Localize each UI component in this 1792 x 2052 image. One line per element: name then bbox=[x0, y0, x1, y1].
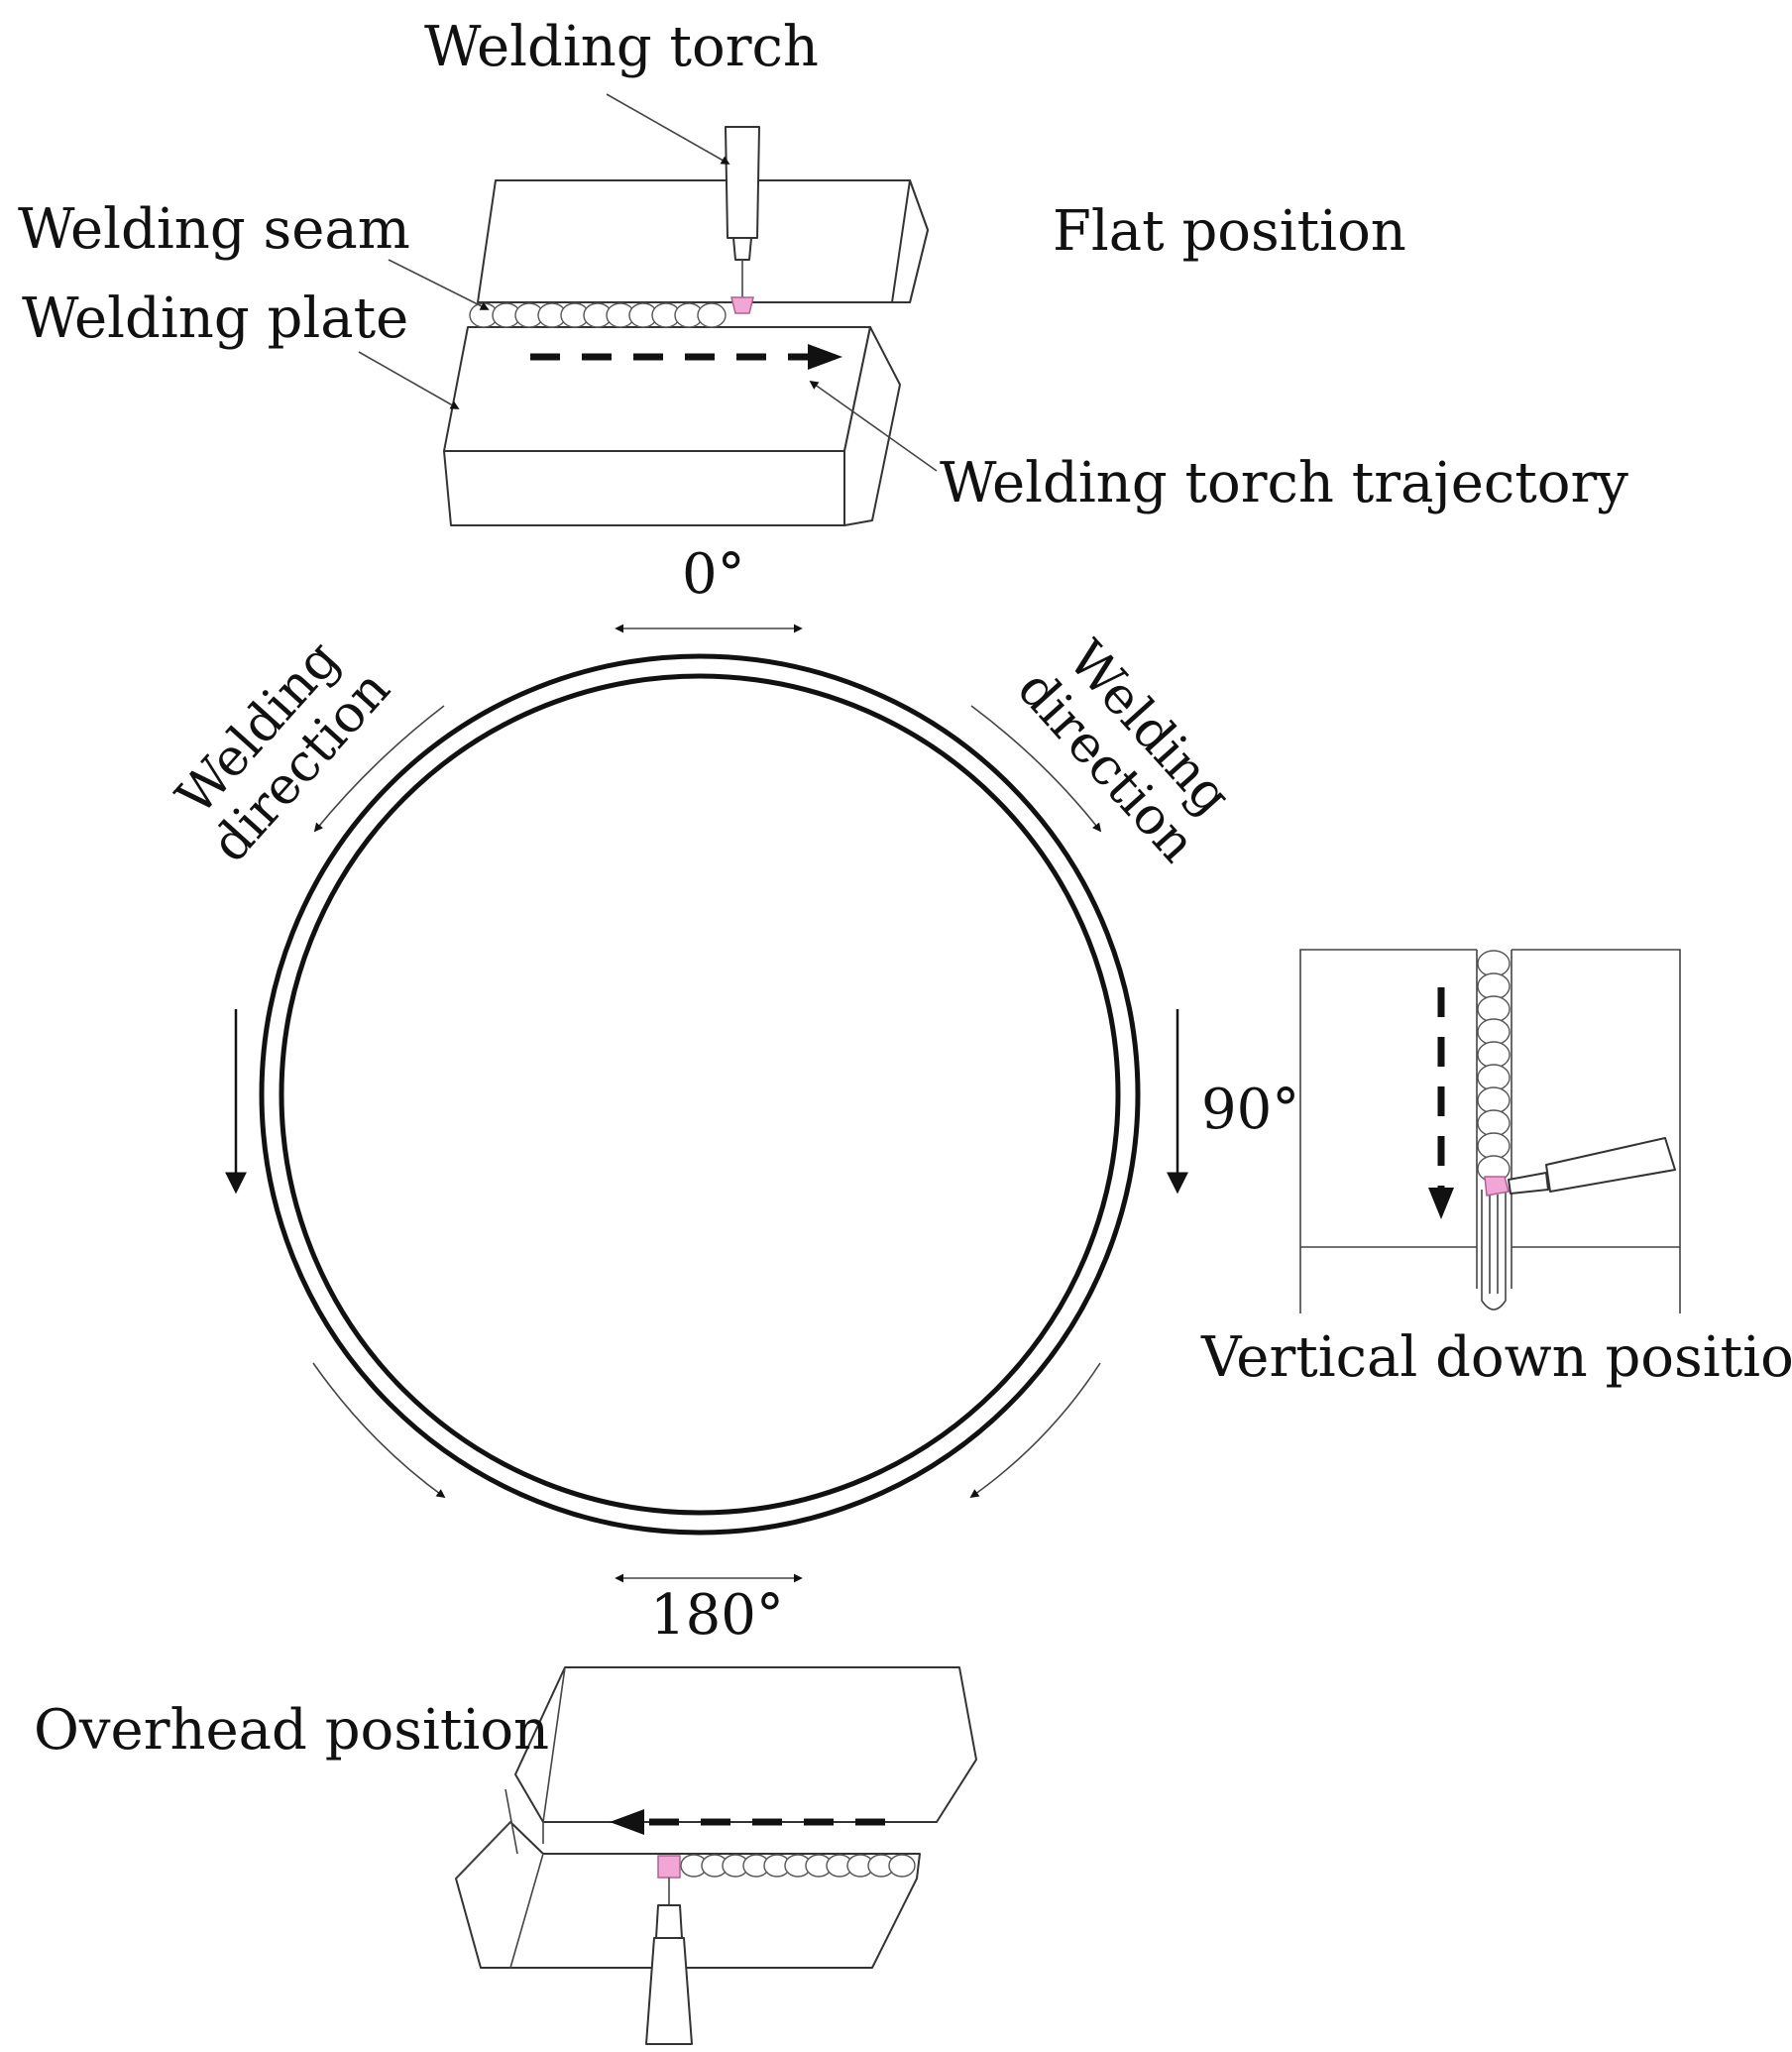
overhead-trajectory-arrowhead bbox=[610, 1809, 644, 1835]
vertical-trajectory-arrowhead bbox=[1428, 1188, 1454, 1219]
flat-welding-torch bbox=[725, 126, 760, 314]
vertical-weld-seam bbox=[1477, 950, 1511, 1183]
overhead-position-label: Overhead position bbox=[34, 1698, 549, 1763]
torch-trajectory-label: Welding torch trajectory bbox=[940, 451, 1628, 515]
flat-back-plate bbox=[477, 179, 929, 303]
flat-position-label: Flat position bbox=[1053, 199, 1406, 264]
vertical-weld-pool bbox=[1484, 1176, 1510, 1197]
pipe-inner-circle bbox=[279, 673, 1121, 1516]
flat-front-plate-side bbox=[843, 326, 901, 526]
welding-direction-right-label: Welding direction bbox=[1006, 629, 1242, 873]
trajectory-leader-line bbox=[809, 380, 938, 472]
plate-leader-line bbox=[358, 351, 460, 409]
overhead-weld-seam bbox=[680, 1854, 916, 1878]
overhead-upper-block bbox=[514, 1666, 977, 1823]
angle-90-label: 90° bbox=[1201, 1078, 1299, 1142]
welding-torch-label: Welding torch bbox=[424, 15, 819, 79]
direction-arrow-lower-left bbox=[312, 1362, 446, 1499]
flat-weld-pool bbox=[730, 296, 754, 314]
direction-arrow-lower-right bbox=[969, 1362, 1101, 1499]
flat-trajectory-arrowhead bbox=[808, 344, 842, 370]
vertical-down-illustration bbox=[1299, 949, 1681, 1313]
seam-leader-line bbox=[388, 259, 490, 310]
flat-back-plate-side bbox=[891, 179, 929, 303]
welding-plate-label: Welding plate bbox=[22, 286, 408, 351]
direction-arrow-upper-right bbox=[970, 705, 1102, 833]
pipe-ring bbox=[259, 653, 1141, 1536]
overhead-weld-pool bbox=[657, 1855, 681, 1879]
flat-weld-seam bbox=[469, 302, 727, 328]
angle-180-label: 180° bbox=[650, 1583, 784, 1648]
flat-front-plate-top bbox=[443, 326, 871, 452]
welding-seam-label: Welding seam bbox=[18, 197, 410, 262]
direction-arrow-upper-left bbox=[313, 705, 445, 833]
welding-direction-left-label: Welding direction bbox=[166, 629, 401, 873]
vertical-welding-torch bbox=[1508, 1137, 1676, 1195]
flat-front-plate-front bbox=[443, 450, 845, 526]
overhead-lower-block bbox=[455, 1821, 921, 1969]
angle-0-label: 0° bbox=[682, 542, 745, 607]
pipe-outer-circle bbox=[259, 653, 1141, 1536]
torch-leader-line bbox=[606, 93, 730, 165]
overhead-position-illustration bbox=[455, 1666, 977, 2045]
overhead-welding-torch bbox=[645, 1878, 693, 2045]
vertical-down-position-label: Vertical down position bbox=[1200, 1325, 1792, 1390]
flat-position-illustration bbox=[358, 93, 938, 526]
